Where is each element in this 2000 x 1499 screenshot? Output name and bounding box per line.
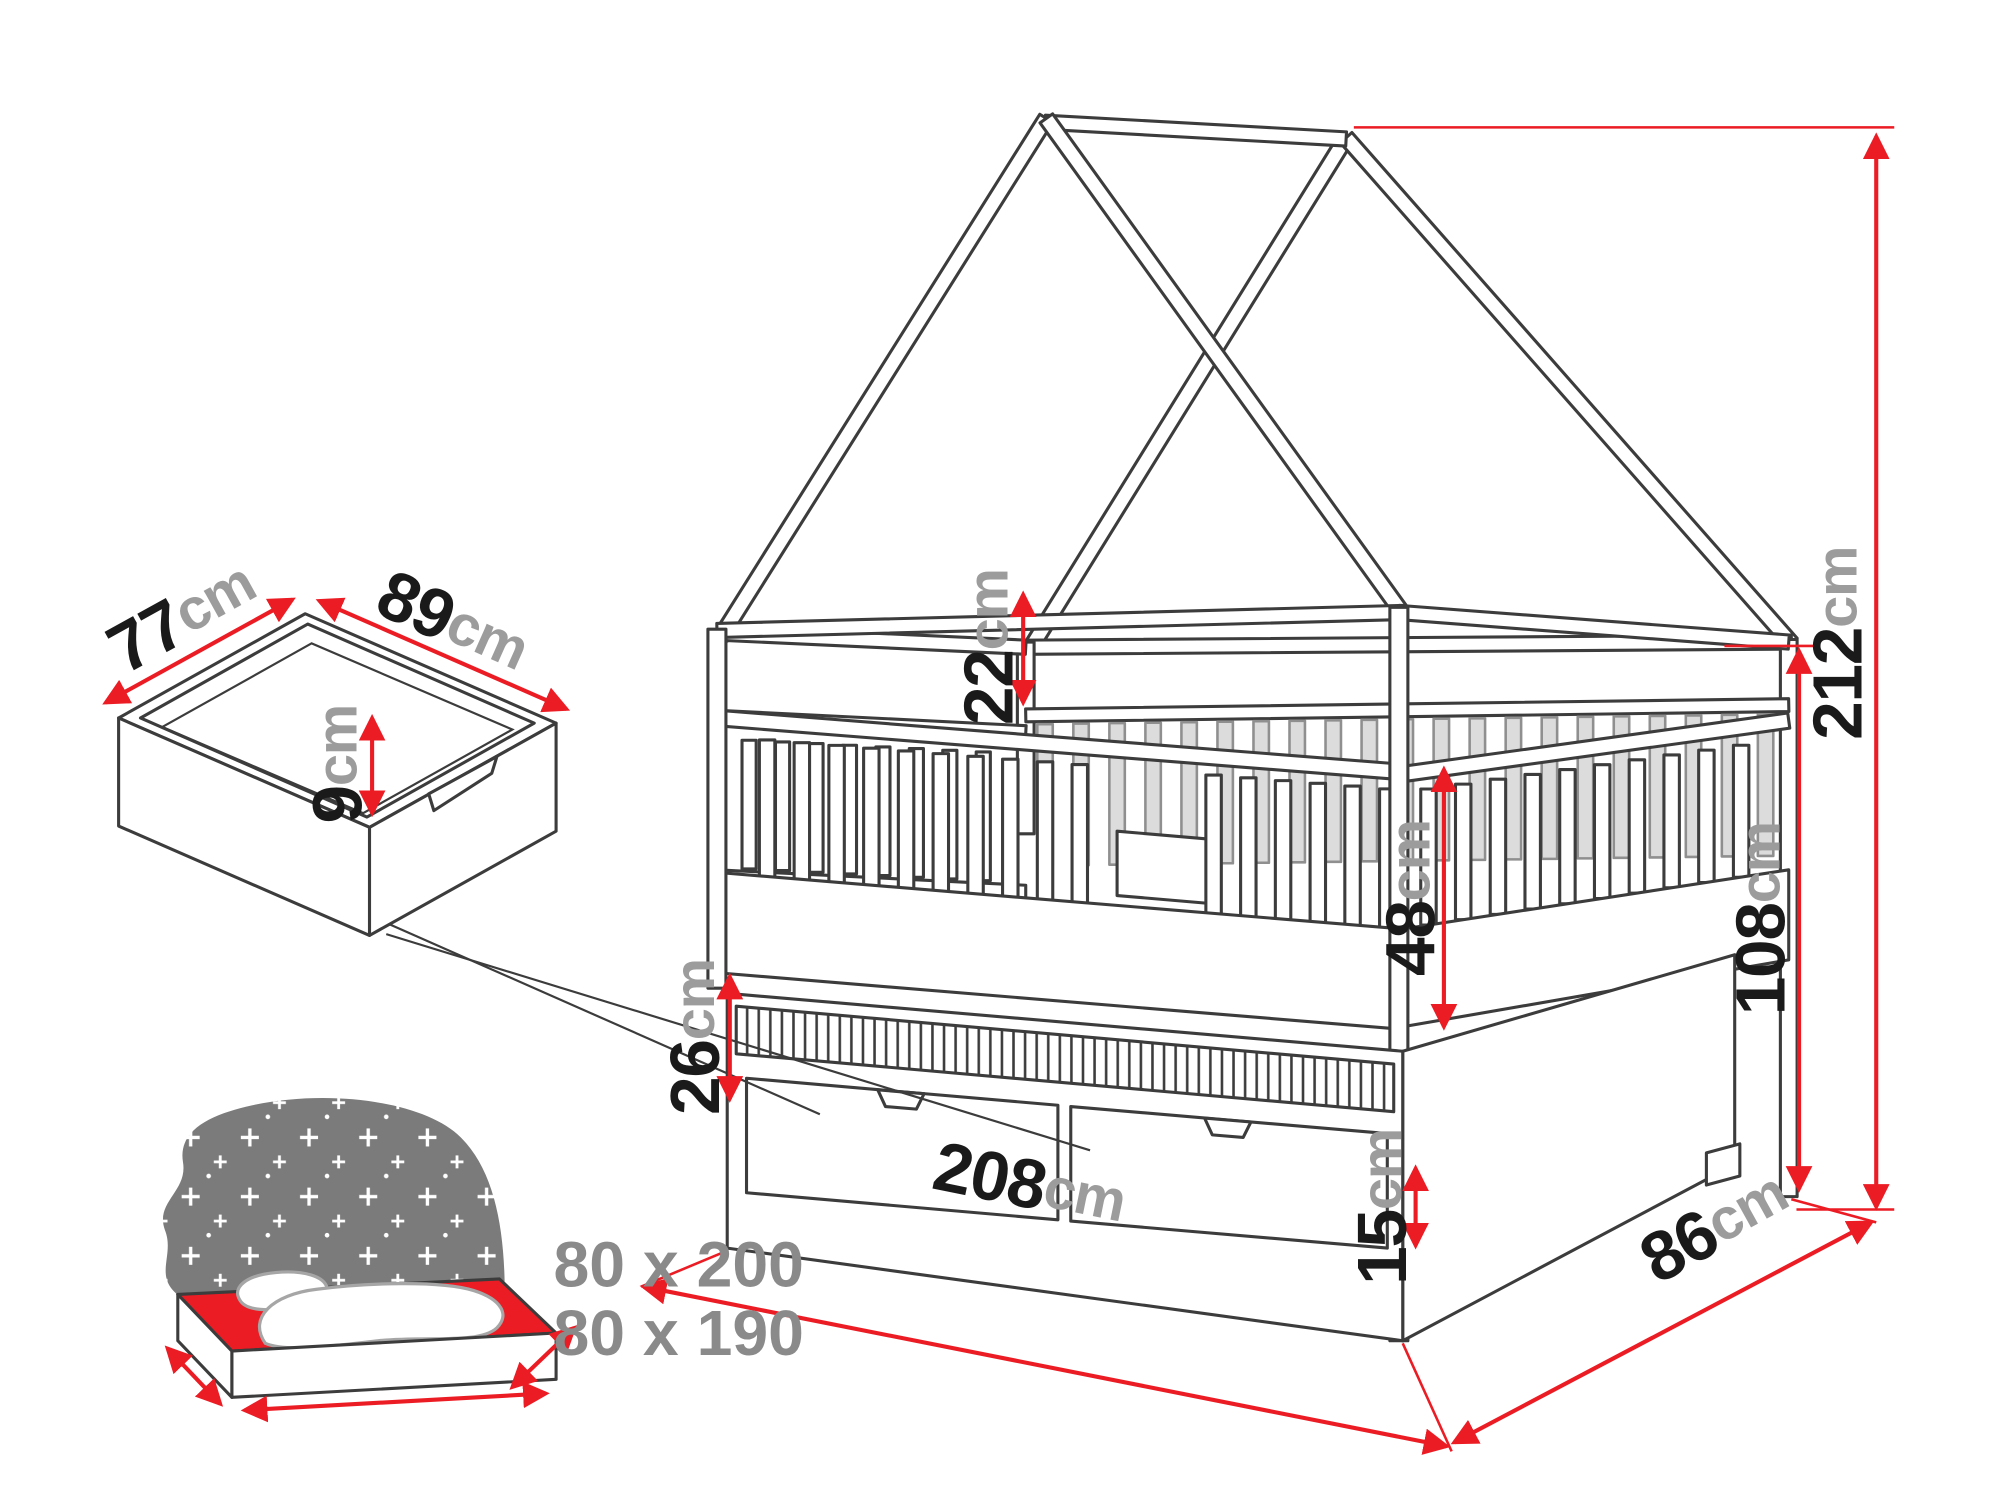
slat-right	[1592, 763, 1612, 901]
label-mattress-size-top: 80 x 200	[554, 1229, 804, 1301]
roof-ridge	[1043, 113, 1349, 148]
drawer-handle-notch	[427, 755, 499, 813]
trundle-drawer-left	[744, 1076, 1060, 1222]
slat-left	[740, 738, 758, 871]
label-trundle-height: 26cm	[656, 959, 734, 1115]
slat-right	[1627, 758, 1647, 895]
label-guardrail-height: 48cm	[1371, 820, 1449, 976]
dim-line-drawer-length	[315, 597, 571, 713]
dim-line-bed-width	[1450, 1220, 1875, 1445]
slat-front	[1070, 763, 1090, 907]
label-frame-height: 108cm	[1721, 822, 1799, 1015]
slat-front	[966, 754, 985, 898]
label-base-height: 15cm	[1343, 1129, 1421, 1285]
mattress-length-arrow	[240, 1381, 550, 1423]
slat-back	[1504, 716, 1523, 861]
label-mattress-size-bottom: 80 x 190	[554, 1297, 804, 1369]
slat-back	[1360, 718, 1379, 863]
slat-right	[1523, 772, 1542, 911]
slat-front	[1204, 773, 1223, 918]
slat-back	[1540, 716, 1559, 861]
drawer-location-line	[379, 918, 821, 1116]
slat-front	[1035, 760, 1055, 904]
house-bed-line-drawing	[706, 112, 1799, 1343]
slat-right	[1558, 768, 1577, 906]
trundle-drawer-right	[1069, 1105, 1389, 1250]
dimension-lines	[102, 126, 1895, 1455]
extension-line	[1790, 1197, 1877, 1224]
slat-front	[931, 752, 951, 896]
rafter-back-right	[1338, 130, 1799, 651]
slat-front	[896, 749, 916, 893]
slat-right	[1697, 748, 1716, 885]
slat-front	[1308, 781, 1328, 927]
slat-left	[773, 740, 792, 873]
slat-front	[757, 738, 777, 881]
starry-headboard	[162, 1098, 505, 1297]
slat-back	[1576, 715, 1595, 860]
mattress-width-arrow	[509, 1325, 578, 1390]
post-front-left	[706, 627, 728, 990]
slat-front	[1273, 779, 1293, 924]
slat-front	[862, 746, 881, 890]
label-total-height: 212cm	[1799, 547, 1877, 740]
slat-front	[792, 741, 812, 884]
drawer-handle-notch	[1203, 1116, 1253, 1139]
dim-line-bed-length	[639, 1278, 1451, 1455]
slat-right	[1488, 777, 1508, 916]
trundle-foot	[1704, 1142, 1742, 1187]
dim-line-drawer-width	[102, 597, 296, 705]
rafter-back-left	[1021, 132, 1355, 656]
slat-front	[827, 743, 846, 887]
rafter-front-left	[712, 112, 1055, 643]
label-roof-rail-gap: 22cm	[949, 569, 1027, 725]
mattress-icon	[162, 1098, 578, 1423]
mattress-side-arrow	[164, 1345, 224, 1407]
slat-right	[1453, 782, 1473, 922]
slat-front	[1343, 784, 1362, 929]
mattress-edge	[1115, 829, 1209, 905]
slat-right	[1662, 753, 1681, 890]
slat-back	[1324, 719, 1343, 864]
extension-line	[1401, 1342, 1453, 1452]
label-drawer-inner-height: 9cm	[298, 705, 376, 823]
slat-front	[1001, 757, 1020, 901]
slat-front	[1239, 776, 1258, 921]
